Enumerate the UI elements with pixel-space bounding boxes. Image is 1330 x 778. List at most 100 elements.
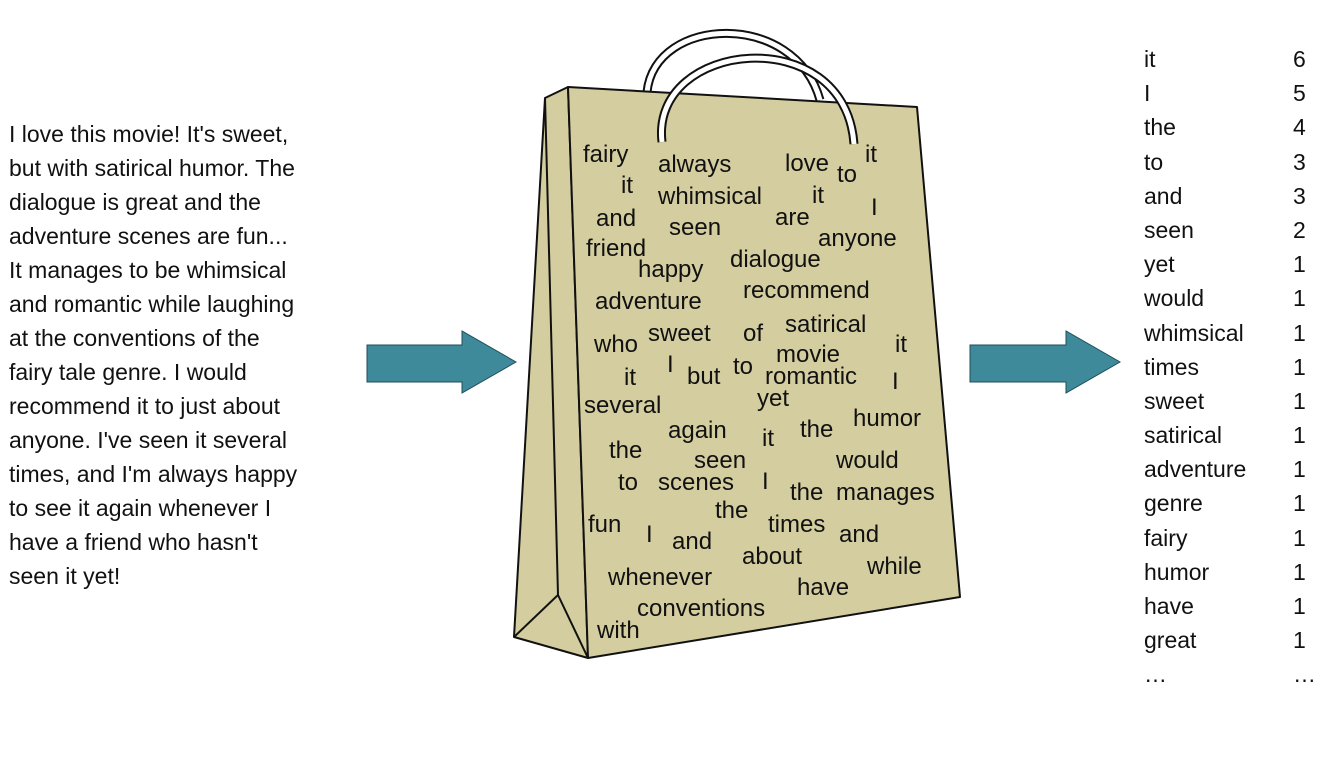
count-value: 1 — [1293, 593, 1306, 619]
bag-word: of — [743, 320, 763, 347]
bag-word: humor — [853, 405, 921, 432]
bag-word: always — [658, 151, 731, 178]
count-value: 1 — [1293, 387, 1306, 414]
bag-word: I — [667, 351, 674, 378]
bag-word: and — [596, 205, 636, 232]
bag-word: anyone — [818, 225, 897, 252]
count-value: 4 — [1293, 114, 1306, 141]
review-line: and romantic while laughing — [9, 291, 295, 317]
count-word: genre — [1144, 490, 1203, 517]
review-line: to see it again whenever I — [9, 495, 272, 521]
count-word: seen — [1144, 216, 1194, 243]
bag-word: the — [790, 479, 823, 506]
count-word: the — [1144, 114, 1176, 141]
count-word: sweet — [1144, 387, 1205, 414]
bag-word: it — [865, 141, 877, 168]
review-line: but with satirical humor. The — [9, 155, 295, 181]
bag-word: movie — [776, 341, 840, 368]
bag-word: fun — [588, 511, 621, 538]
count-word: times — [1144, 353, 1199, 380]
count-value: 1 — [1293, 490, 1306, 517]
bag-word: fairy — [583, 141, 628, 168]
bag-word: friend — [586, 235, 646, 262]
count-value: 1 — [1293, 319, 1306, 346]
bag-word: whenever — [607, 564, 712, 591]
bag-word: the — [800, 416, 833, 443]
bag-word: to — [733, 353, 753, 380]
bag-word: love — [785, 150, 829, 177]
bag-word: and — [672, 528, 712, 555]
bag-word: it — [621, 172, 633, 199]
count-word: have — [1144, 593, 1194, 619]
bag-word: recommend — [743, 277, 870, 304]
review-line: anyone. I've seen it several — [9, 427, 287, 453]
shopping-bag-icon — [513, 28, 961, 659]
bag-word: it — [624, 364, 636, 391]
count-value: 3 — [1293, 182, 1306, 209]
count-word: it — [1144, 46, 1156, 72]
count-value: 1 — [1293, 285, 1306, 312]
count-word: to — [1144, 148, 1164, 175]
bag-word: to — [837, 161, 857, 188]
review-line: have a friend who hasn't — [9, 529, 258, 555]
bag-word: satirical — [785, 311, 866, 338]
count-word: whimsical — [1144, 319, 1244, 346]
count-row: have 1 — [1144, 589, 1330, 623]
count-value: 5 — [1293, 80, 1306, 107]
bag-word: and — [839, 521, 879, 548]
count-value: … — [1293, 661, 1316, 688]
bag-word: times — [768, 511, 825, 538]
bag-word: I — [762, 468, 769, 495]
count-row: adventure 1 — [1144, 452, 1330, 486]
count-row: yet 1 — [1144, 247, 1330, 281]
bag-word: scenes — [658, 469, 734, 496]
bag-word: conventions — [637, 595, 765, 622]
review-line: dialogue is great and the — [9, 189, 261, 215]
bag-word: seen — [694, 447, 746, 474]
bag-word: with — [596, 617, 640, 644]
count-row: sweet 1 — [1144, 384, 1330, 418]
count-word: adventure — [1144, 456, 1247, 483]
review-line: It manages to be whimsical — [9, 257, 287, 283]
count-word: and — [1144, 182, 1183, 209]
count-row: whimsical 1 — [1144, 316, 1330, 350]
count-word: great — [1144, 627, 1197, 654]
bag-word: dialogue — [730, 246, 821, 273]
count-word: satirical — [1144, 422, 1222, 449]
bag-word: again — [668, 417, 727, 444]
arrow-right-icon — [969, 330, 1122, 394]
count-word: yet — [1144, 251, 1175, 278]
bag-word: I — [646, 521, 653, 548]
bag-word: have — [797, 574, 849, 601]
bag-word: adventure — [595, 288, 702, 315]
bag-word: yet — [757, 385, 789, 412]
review-text: I love this movie! It's sweet, but with … — [9, 117, 369, 593]
review-line: times, and I'm always happy — [9, 461, 298, 487]
review-line: recommend it to just about — [9, 393, 281, 419]
bag-word: the — [715, 497, 748, 524]
bag-word: I — [892, 368, 899, 395]
bag-word: whimsical — [657, 183, 762, 210]
bag-word: would — [835, 447, 899, 474]
bag-word: but — [687, 363, 721, 390]
count-value: 1 — [1293, 456, 1306, 483]
count-value: 1 — [1293, 251, 1306, 278]
bag-word: seen — [669, 214, 721, 241]
arrow-left-icon — [366, 330, 518, 394]
review-line: adventure scenes are fun... — [9, 223, 288, 249]
count-word: humor — [1144, 558, 1210, 585]
bag-word: manages — [836, 479, 935, 506]
bag-word: about — [742, 543, 802, 570]
count-row: the 4 — [1144, 110, 1330, 144]
count-value: 1 — [1293, 524, 1306, 551]
bag-word: I — [871, 194, 878, 221]
